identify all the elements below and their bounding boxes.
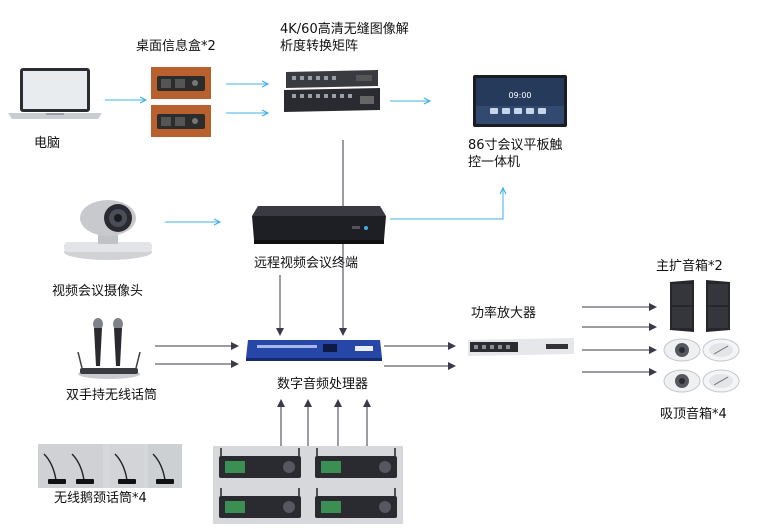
matrix-label-line1: 4K/60高清无缝图像解 (280, 22, 409, 37)
ceiling-speaker-icon-4 (702, 369, 740, 393)
matrix-label-line2: 析度转换矩阵 (280, 39, 359, 54)
gooseneck-mic-icon (38, 444, 182, 488)
main-speaker-icon-1 (670, 280, 694, 332)
wireless-receivers-icon (213, 446, 403, 524)
matrix-switcher-icon (284, 70, 380, 112)
desk-box-label: 桌面信息盒*2 (136, 39, 216, 54)
laptop-icon (8, 68, 102, 119)
dsp-icon (246, 340, 382, 361)
camera-label: 视频会议摄像头 (52, 284, 144, 299)
amplifier-label: 功率放大器 (471, 306, 537, 321)
arrow-terminal-to-panel (390, 188, 503, 220)
desk-box-icon-2 (151, 105, 211, 137)
camera-icon (64, 200, 152, 260)
video-terminal-label: 远程视频会议终端 (254, 256, 359, 271)
ceiling-speaker-icon-3 (663, 369, 701, 393)
ceiling-speaker-label: 吸顶音箱*4 (660, 407, 727, 422)
handheld-mic-icon (77, 318, 141, 379)
panel-label-line2: 控一体机 (468, 155, 521, 170)
gooseneck-mic-label: 无线鹅颈话筒*4 (54, 491, 147, 506)
panel-label-line1: 86寸会议平板触 (468, 138, 563, 153)
ceiling-speaker-icon-1 (663, 338, 701, 362)
ceiling-speaker-icon-2 (702, 338, 740, 362)
main-speaker-label: 主扩音箱*2 (656, 259, 723, 274)
main-speaker-icon-2 (706, 280, 730, 332)
video-terminal-icon (252, 206, 386, 244)
dsp-label: 数字音频处理器 (277, 377, 369, 392)
amplifier-icon (468, 338, 574, 356)
panel-clock: 09:00 (508, 91, 531, 100)
computer-label: 电脑 (34, 136, 61, 151)
desk-box-icon-1 (151, 67, 211, 99)
touch-panel-icon: 09:00 (473, 75, 567, 127)
handheld-mic-label: 双手持无线话筒 (66, 388, 158, 403)
